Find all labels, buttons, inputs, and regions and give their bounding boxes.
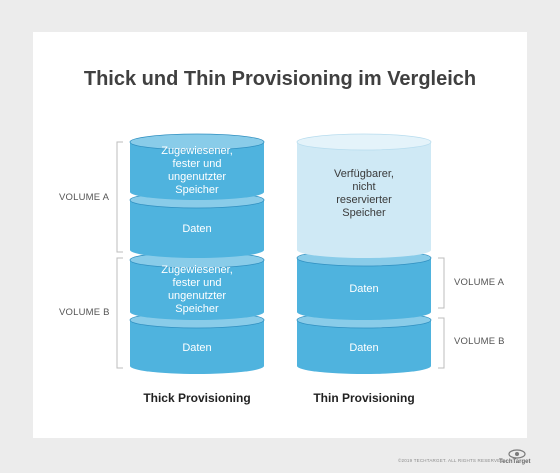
thin-volume-b-bracket <box>438 317 445 369</box>
thin-caption: Thin Provisioning <box>313 391 415 405</box>
thin-volume-a-label: VOLUME A <box>454 277 505 288</box>
brand-name: TechTarget <box>499 459 531 465</box>
diagram-title: Thick und Thin Provisioning im Vergleich <box>83 68 477 90</box>
thick-volume-a-bracket <box>116 141 123 253</box>
thin-segment-available <box>296 133 432 258</box>
thick-allocated-a-label: Zugewiesener, fester und ungenutzter Spe… <box>161 145 233 196</box>
thin-column <box>296 133 432 374</box>
thick-data-b-label: Daten <box>182 341 212 354</box>
brackets <box>116 141 445 369</box>
copyright-text: ©2019 TECHTARGET. ALL RIGHTS RESERVED <box>398 458 504 463</box>
thin-available-label: Verfügbarer, nicht reservierter Speicher <box>334 168 394 219</box>
thick-data-a-label: Daten <box>182 222 212 235</box>
thick-volume-a-label: VOLUME A <box>59 192 110 203</box>
thick-allocated-b-label: Zugewiesener, fester und ungenutzter Spe… <box>161 264 233 315</box>
thin-volume-a-bracket <box>438 257 445 309</box>
thick-segment-allocated-a <box>129 133 265 200</box>
thin-data-a-label: Daten <box>349 282 379 295</box>
thick-volume-b-label: VOLUME B <box>59 307 110 318</box>
techtarget-eye-icon <box>508 449 526 459</box>
thin-volume-b-label: VOLUME B <box>454 336 505 347</box>
diagram-card <box>33 32 527 438</box>
thin-data-b-label: Daten <box>349 341 379 354</box>
thick-caption: Thick Provisioning <box>143 391 251 405</box>
thick-column <box>129 133 265 374</box>
thick-volume-b-bracket <box>116 257 123 369</box>
